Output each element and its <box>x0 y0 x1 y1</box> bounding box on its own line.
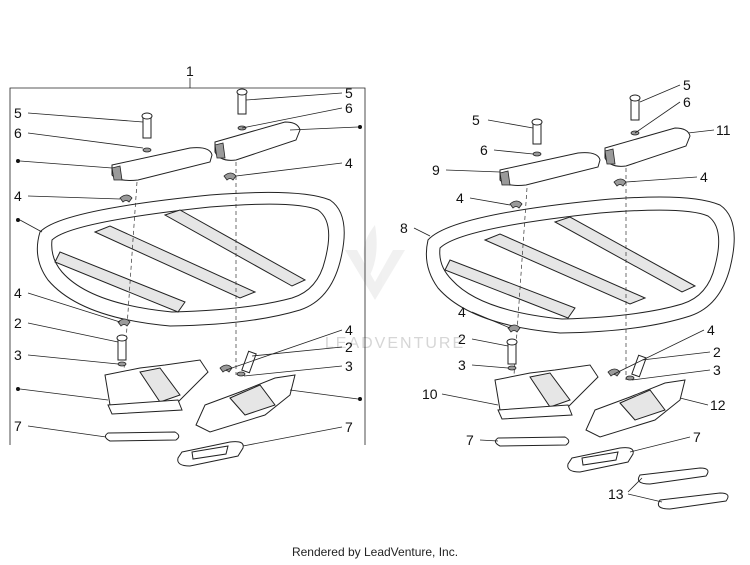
right-clip-c <box>507 324 521 333</box>
left-top-clamp-rear <box>214 121 301 161</box>
left-callout-7a: 7 <box>14 418 22 434</box>
right-callout-3b: 3 <box>713 362 721 378</box>
watermark-text: LEADVENTURE <box>325 335 465 352</box>
right-callout-11: 11 <box>716 122 731 138</box>
right-clip-b <box>613 178 627 187</box>
watermark-logo <box>345 225 405 300</box>
right-callout-4a: 4 <box>456 190 464 206</box>
left-callout-5b: 5 <box>345 85 353 101</box>
right-callout-4c: 4 <box>458 304 466 320</box>
left-callout-1: 1 <box>186 63 194 79</box>
left-callout-2b: 2 <box>345 339 353 355</box>
footer-credit: Rendered by LeadVenture, Inc. <box>291 545 459 559</box>
left-callout-3a: 3 <box>14 347 22 363</box>
left-callout-4b: 4 <box>345 155 353 171</box>
right-callout-7a: 7 <box>466 432 474 448</box>
right-callout-2b: 2 <box>713 344 721 360</box>
right-top-clamp-front <box>499 152 601 186</box>
right-callout-3a: 3 <box>458 357 466 373</box>
right-callout-6a: 6 <box>480 142 488 158</box>
left-clip-d <box>219 364 233 373</box>
left-assembly: 1 <box>9 63 366 467</box>
right-callout-9: 9 <box>432 162 440 178</box>
left-top-clamp-front <box>111 147 213 181</box>
left-clip-c <box>117 318 131 327</box>
right-callout-12: 12 <box>710 397 726 413</box>
right-bolt-top-front <box>531 118 543 157</box>
right-mount-bracket-rear <box>585 379 686 438</box>
right-callout-13: 13 <box>608 486 624 502</box>
right-clip-a <box>509 200 523 209</box>
right-callout-4b: 4 <box>700 169 708 185</box>
left-callout-4a: 4 <box>14 188 22 204</box>
right-top-clamp-rear <box>604 127 691 167</box>
exploded-view-svg: LEADVENTURE 1 <box>9 63 735 510</box>
right-gasket-front <box>494 436 570 447</box>
right-gasket-rear <box>567 447 634 473</box>
left-callout-2a: 2 <box>14 315 22 331</box>
right-bolt-top-rear <box>629 94 641 136</box>
left-assembly-bracket <box>9 87 366 445</box>
right-callout-5b: 5 <box>683 77 691 93</box>
left-callout-4d: 4 <box>345 322 353 338</box>
left-bolt-top-front <box>141 112 153 153</box>
left-bolt-lower-a <box>116 334 128 367</box>
left-mount-bracket-front <box>104 359 209 415</box>
left-callout-5a: 5 <box>14 105 22 121</box>
left-bolt-lower-b <box>236 350 257 377</box>
left-clip-b <box>223 172 237 181</box>
left-gasket-front <box>104 431 180 442</box>
left-callout-6b: 6 <box>345 100 353 116</box>
left-callout-4c: 4 <box>14 285 22 301</box>
left-rack-frame <box>36 191 345 327</box>
right-callouts: 5 6 9 4 8 5 6 11 4 4 2 3 10 7 <box>400 77 731 503</box>
right-bolt-lower-b <box>625 354 647 381</box>
left-callout-7b: 7 <box>345 419 353 435</box>
left-clip-a <box>119 194 133 203</box>
right-rack-frame <box>425 196 735 334</box>
left-bolt-top-rear <box>236 88 248 131</box>
left-gasket-rear <box>177 441 244 467</box>
right-assembly: 5 6 9 4 8 5 6 11 4 4 2 3 10 7 <box>400 77 735 510</box>
right-callout-10: 10 <box>422 386 438 402</box>
right-bolt-lower-a <box>506 338 518 371</box>
left-mount-bracket-rear <box>195 374 296 433</box>
right-rubber-pads <box>637 467 729 510</box>
right-callout-8: 8 <box>400 220 408 236</box>
right-callout-5a: 5 <box>472 112 480 128</box>
right-clip-d <box>607 368 621 377</box>
left-callouts: 5 6 4 5 6 4 4 2 3 7 4 2 <box>14 85 362 447</box>
right-callout-7b: 7 <box>693 429 701 445</box>
right-callout-2a: 2 <box>458 331 466 347</box>
right-mount-bracket-front <box>494 364 599 420</box>
left-callout-3b: 3 <box>345 358 353 374</box>
right-callout-6b: 6 <box>683 94 691 110</box>
right-callout-4d: 4 <box>707 322 715 338</box>
left-callout-6a: 6 <box>14 125 22 141</box>
